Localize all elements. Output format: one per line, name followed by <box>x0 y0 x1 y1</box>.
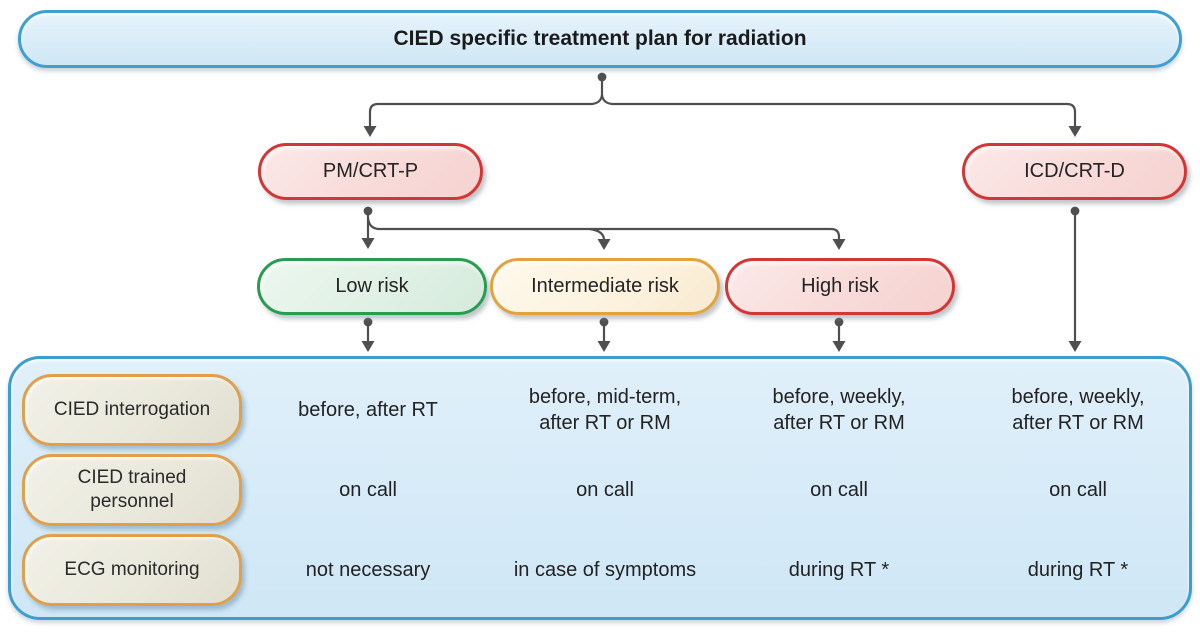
risk-box-intermediate: Intermediate risk <box>490 258 720 315</box>
device-icd-label: ICD/CRT-D <box>1024 160 1125 182</box>
device-box-icd-crt-d: ICD/CRT-D <box>962 143 1187 200</box>
arrowhead-to-intermediate-risk <box>597 239 611 250</box>
connector-pm-to-risks <box>361 206 846 250</box>
risk-box-low: Low risk <box>257 258 487 315</box>
arrowhead-to-low-risk <box>361 238 375 249</box>
cell-ecg-low: not necessary <box>305 559 431 581</box>
device-box-pm-crt-p: PM/CRT-P <box>258 143 483 200</box>
cell-interrogation-intermediate: before, mid-term, after RT or RM <box>528 386 682 434</box>
cell-interrogation-high: before, weekly, after RT or RM <box>772 386 906 434</box>
cell-personnel-icd: on call <box>1049 479 1107 501</box>
connector-title-to-devices <box>363 72 1082 137</box>
cell-interrogation-low: before, after RT <box>298 399 438 421</box>
cell-personnel-low: on call <box>339 479 397 501</box>
flow-title: CIED specific treatment plan for radiati… <box>18 10 1182 68</box>
connector-icd-to-table <box>1068 206 1082 352</box>
risk-low-label: Low risk <box>335 275 409 297</box>
risk-intermediate-label: Intermediate risk <box>531 275 679 297</box>
arrowhead-to-icd <box>1068 126 1082 137</box>
cell-ecg-icd: during RT * <box>1027 559 1129 581</box>
cell-ecg-intermediate: in case of symptoms <box>513 559 697 581</box>
row-label-cied-trained-personnel: CIED trained personnel <box>22 454 242 526</box>
cell-personnel-intermediate: on call <box>576 479 634 501</box>
row-label-ecg-monitoring: ECG monitoring <box>22 534 242 606</box>
row-label-cied-interrogation: CIED interrogation <box>22 374 242 446</box>
risk-box-high: High risk <box>725 258 955 315</box>
cell-interrogation-icd: before, weekly, after RT or RM <box>1011 386 1145 434</box>
risk-high-label: High risk <box>801 275 879 297</box>
arrowhead-to-pm <box>363 126 377 137</box>
connector-risks-to-table <box>361 317 846 352</box>
arrowhead-to-high-risk <box>832 239 846 250</box>
flow-title-label: CIED specific treatment plan for radiati… <box>393 27 807 50</box>
cell-personnel-high: on call <box>810 479 868 501</box>
cell-ecg-high: during RT * <box>788 559 890 581</box>
device-pm-label: PM/CRT-P <box>322 160 419 182</box>
